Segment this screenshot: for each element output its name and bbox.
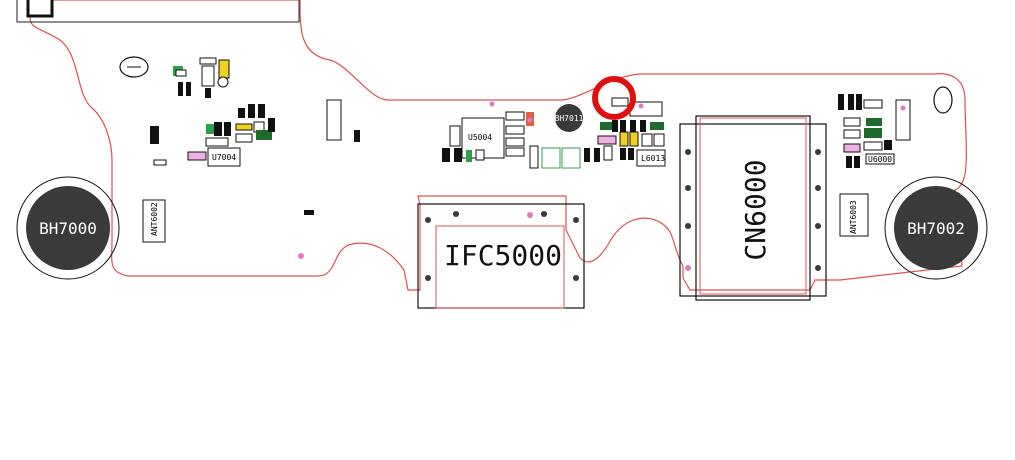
bh7000-ring (16, 176, 120, 280)
bh7011-pad (555, 104, 583, 132)
left-cluster: U7004 ANT6002 (142, 57, 360, 243)
bh7011-label: BH7011 (555, 114, 584, 123)
bh7000-label: BH7000 (39, 219, 97, 238)
bh7002-ring (884, 176, 988, 280)
cn6000-label: CN6000 (739, 159, 772, 260)
bh7002-pad (894, 186, 978, 270)
oval-component-right (933, 86, 953, 114)
ant6003-label: ANT6003 (849, 200, 858, 234)
highlight-ring (592, 76, 636, 120)
ifc5000-label: IFC5000 (444, 239, 562, 272)
right-cluster: U6000 ANT6003 (838, 94, 911, 237)
cn6000-connector: CN6000 (679, 115, 827, 301)
u5004-label: U5004 (468, 133, 492, 142)
top-left-frame (16, 0, 300, 23)
u6000-label: U6000 (868, 155, 892, 164)
u7004-label: U7004 (212, 153, 236, 162)
bh7000-pad (26, 186, 110, 270)
top-left-icon (26, 0, 54, 18)
bh7002-label: BH7002 (907, 219, 965, 238)
center-cluster: U5004 BH7011 L6013 (442, 97, 666, 169)
ifc5000-connector: IFC5000 (417, 203, 585, 309)
test-points (298, 101, 906, 259)
ant6002-label: ANT6002 (150, 202, 159, 236)
l6013-label: L6013 (641, 154, 665, 163)
